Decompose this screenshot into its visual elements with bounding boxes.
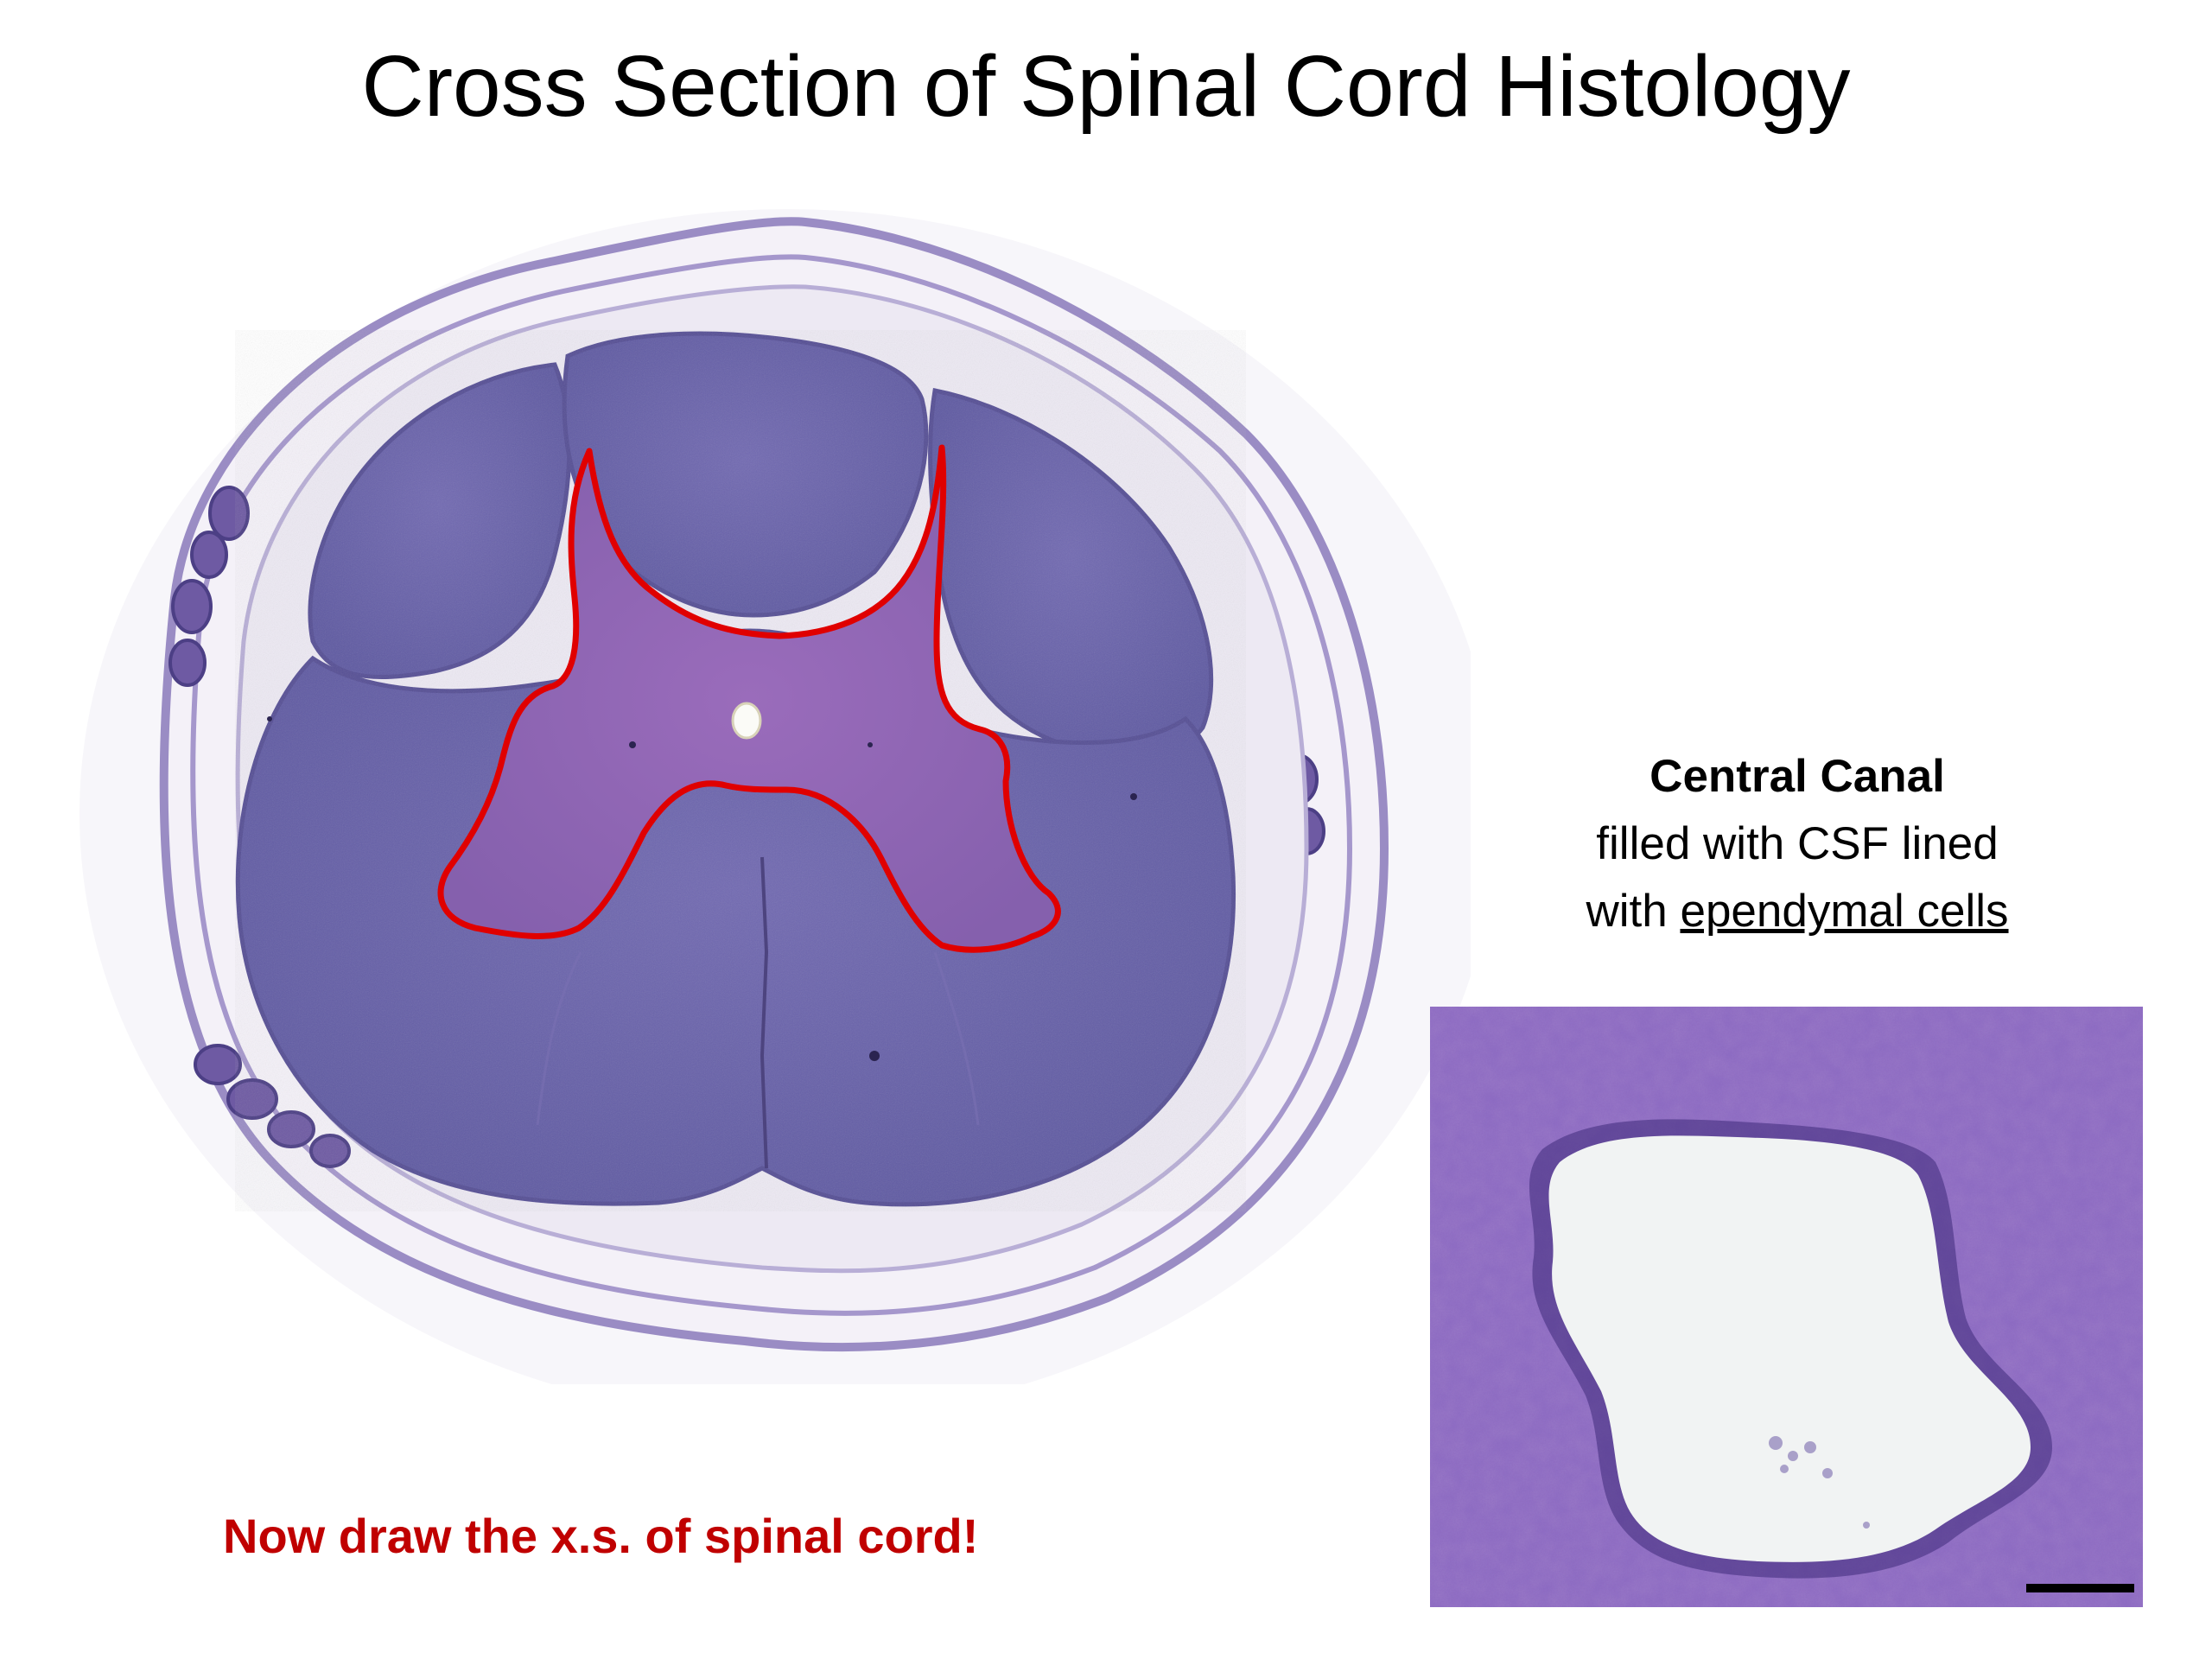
caption-line-2: with ependymal cells — [1521, 878, 2074, 945]
central-canal-micrograph — [1430, 1007, 2143, 1607]
caption-ependymal-cells: ependymal cells — [1680, 886, 2009, 937]
caption-line-2-prefix: with — [1586, 886, 1681, 937]
caption-title: Central Canal — [1649, 751, 1945, 802]
canal-lumen — [1548, 1135, 2031, 1562]
caption-line-1: filled with CSF lined — [1596, 818, 1999, 869]
central-canal-micrograph-svg — [1430, 1007, 2143, 1607]
central-canal-dot — [731, 702, 762, 740]
spinal-cord-svg — [79, 209, 1471, 1384]
scale-bar-icon — [2026, 1584, 2134, 1592]
draw-prompt: Now draw the x.s. of spinal cord! — [223, 1509, 979, 1563]
spinal-cord-cross-section-image — [71, 192, 1471, 1384]
gray-matter — [442, 451, 1057, 949]
central-canal-caption: Central Canal filled with CSF lined with… — [1521, 743, 2074, 945]
slide-title: Cross Section of Spinal Cord Histology — [361, 38, 1851, 135]
gray-matter-outline — [437, 444, 1061, 953]
